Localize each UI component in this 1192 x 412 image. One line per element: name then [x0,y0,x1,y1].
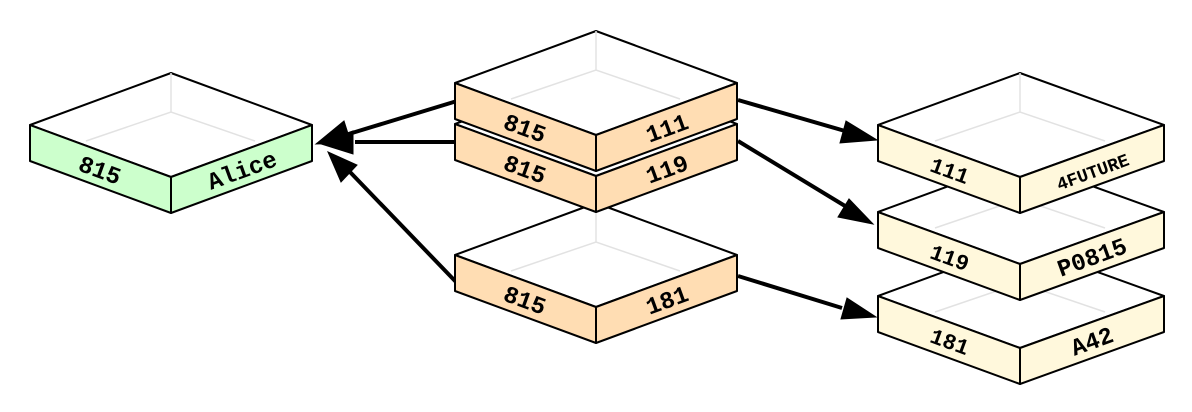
arrow-link-181-to-item-181 [737,274,878,320]
item-111-value-face [1019,124,1165,214]
arrows [314,98,879,320]
item-119-value-face [1019,211,1165,301]
link-119-value-face [595,123,738,213]
item-181-value-face [1019,295,1165,385]
link-111-value-face [595,82,738,172]
user-value-face [170,124,313,214]
arrow-link-119-to-user [316,130,457,155]
item-table-box-111: 111 4FUTURE [877,72,1165,214]
link-181-value-face [595,254,738,344]
arrow-link-119-to-item-119 [736,139,875,225]
link-table-box-181: 815 181 [454,202,738,344]
link-table-box-111: 815 111 [454,30,738,172]
arrow-link-181-to-user [327,151,459,285]
user-table-box: 815 Alice [29,72,313,214]
arrow-link-111-to-item-111 [737,98,879,144]
